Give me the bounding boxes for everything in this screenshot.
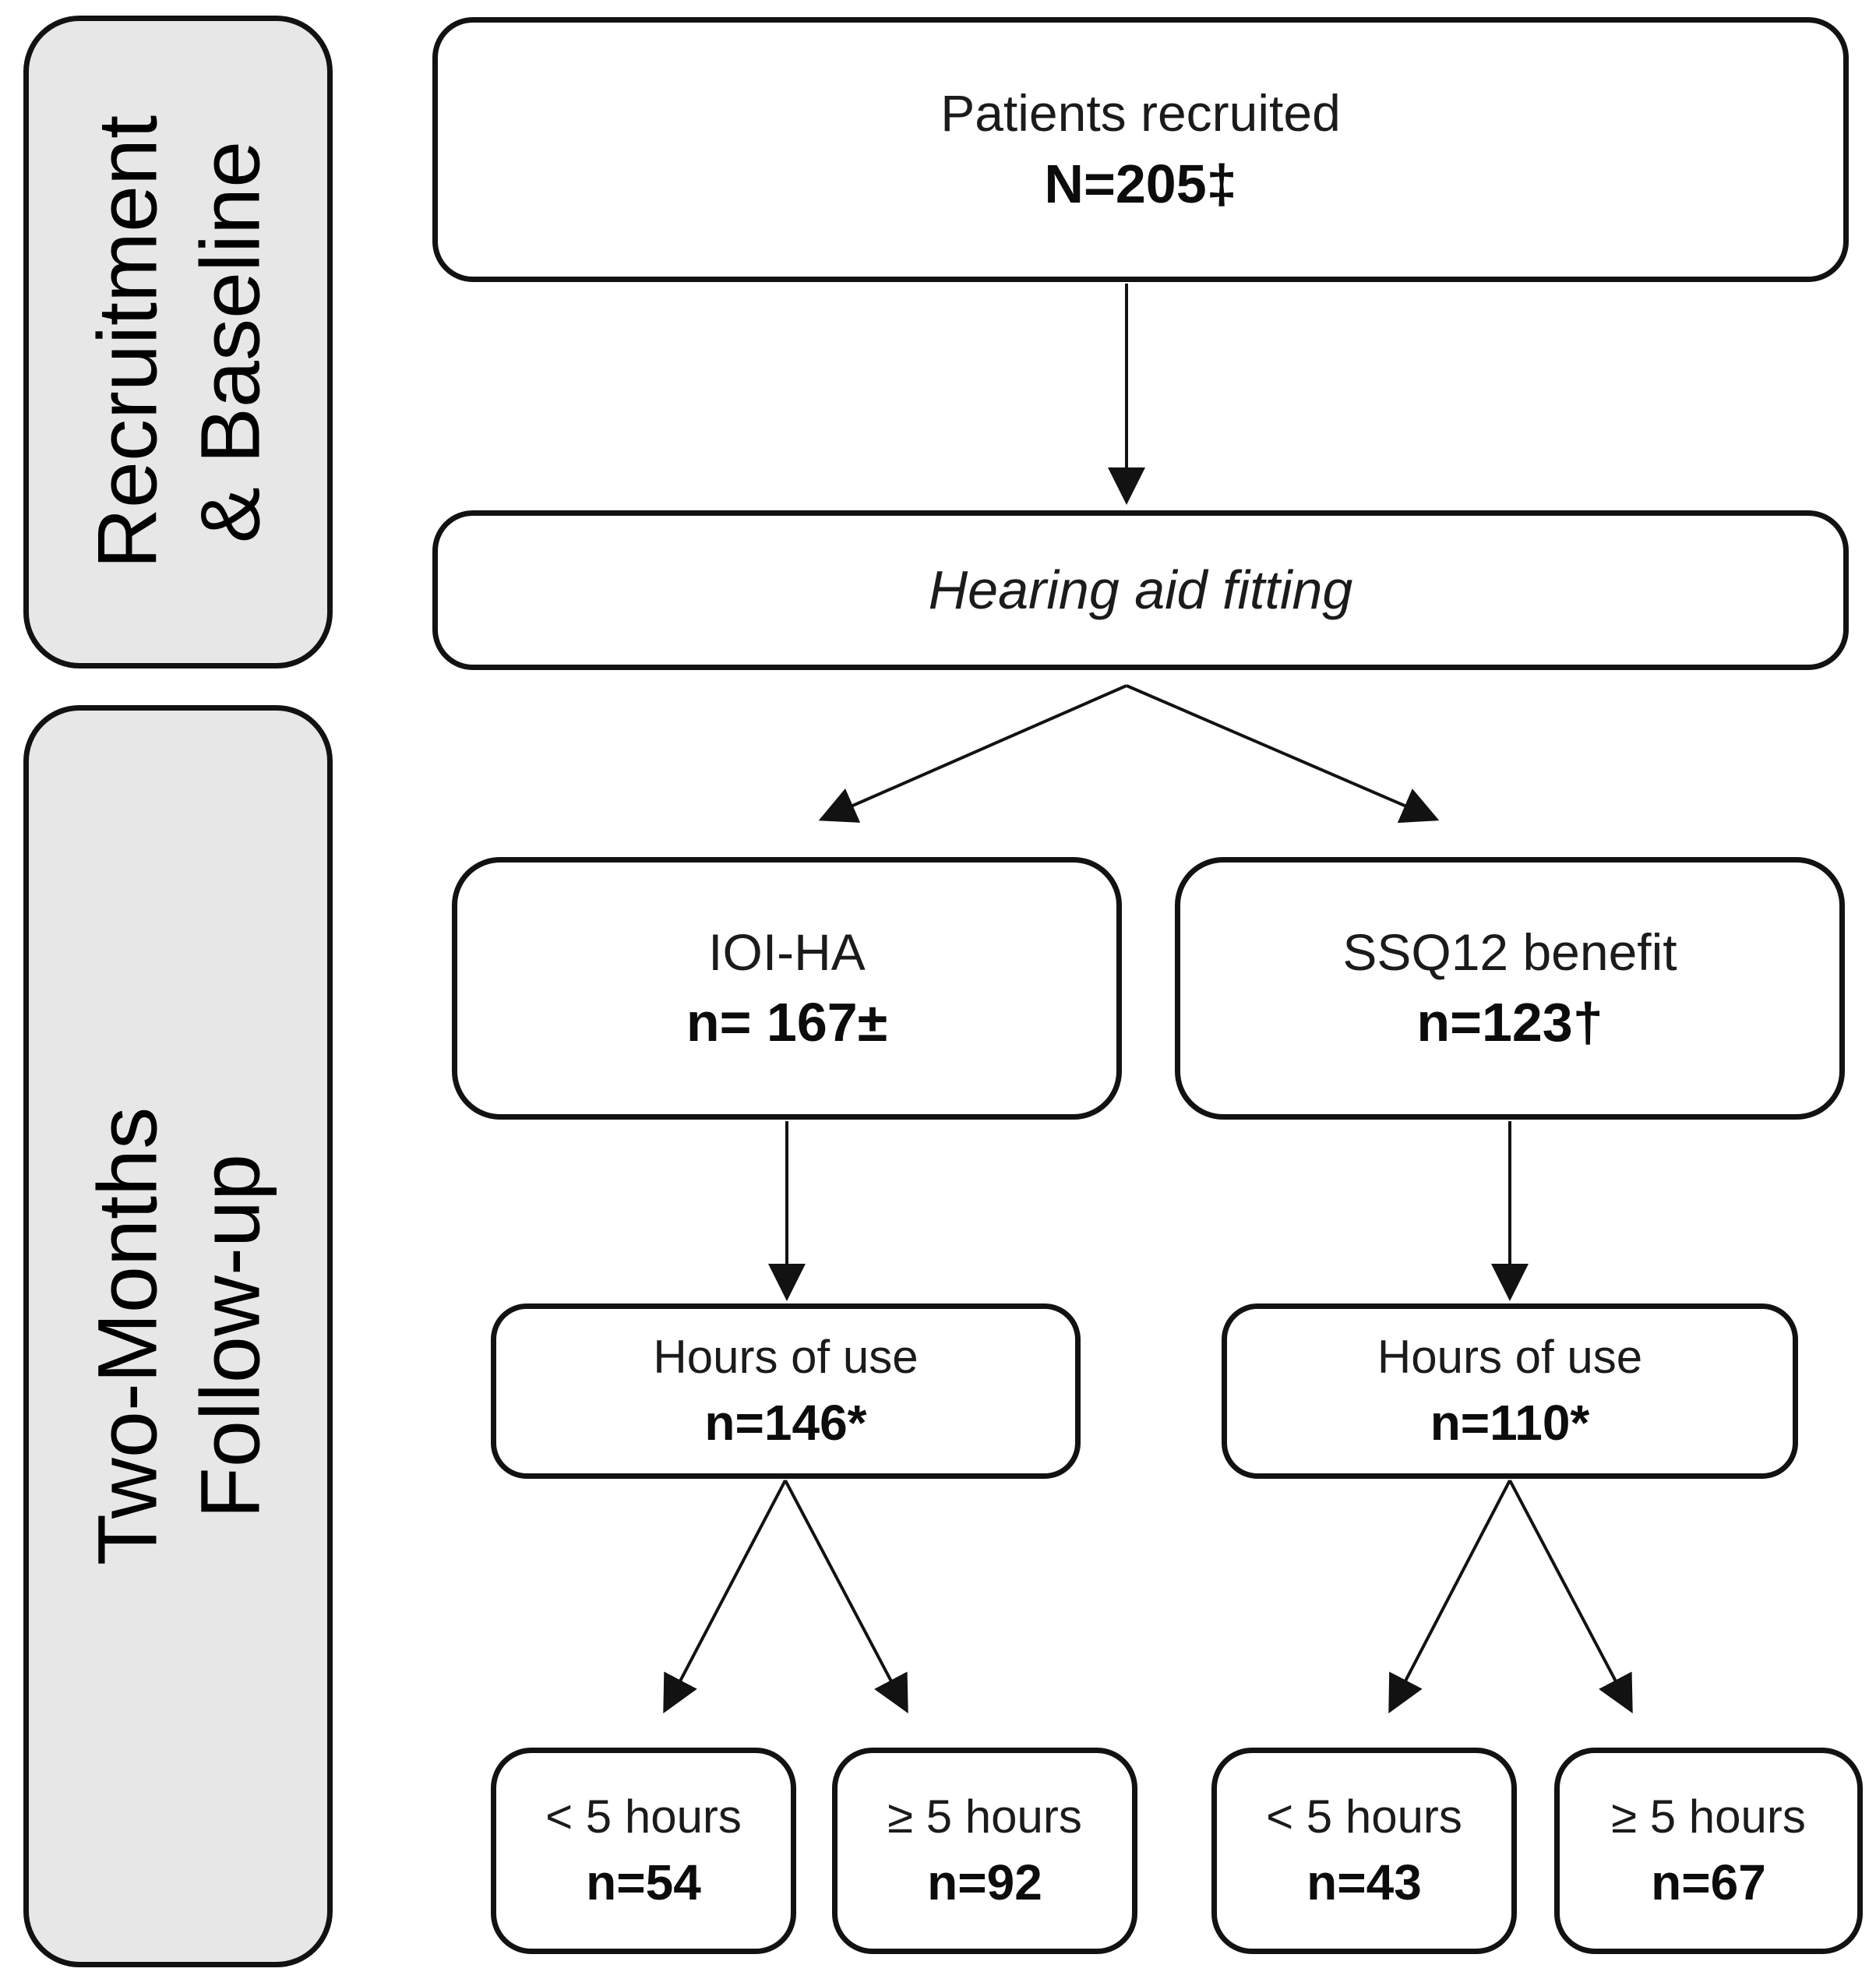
node-count: n= 167± (686, 992, 888, 1053)
phase-label-line: Two-Months (79, 1106, 174, 1566)
node-title: ≥ 5 hours (1611, 1790, 1806, 1843)
node-count: n=146* (704, 1395, 867, 1452)
arrow-hours-to-ge5-ioiha (784, 1480, 908, 1714)
node-5-plus-hours-ssq12: ≥ 5 hours n=67 (1554, 1748, 1863, 1954)
node-title: Hours of use (653, 1331, 919, 1384)
arrow-fitting-to-ioiha (818, 684, 1127, 823)
node-count: n=123† (1416, 992, 1603, 1053)
node-title: ≥ 5 hours (887, 1790, 1082, 1843)
arrow-hours-to-lt5-ioiha (663, 1480, 787, 1714)
node-hours-of-use-ioiha: Hours of use n=146* (491, 1303, 1081, 1479)
node-patients-recruited: Patients recruited N=205‡ (432, 17, 1849, 282)
phase-label-recruitment-baseline: Recruitment & Baseline (76, 115, 281, 569)
node-count: n=43 (1306, 1854, 1422, 1911)
phase-label-line: Recruitment (79, 115, 174, 570)
node-hours-of-use-ssq12: Hours of use n=110* (1222, 1303, 1798, 1479)
node-title: Patients recruited (940, 84, 1341, 143)
node-count: n=67 (1651, 1854, 1766, 1911)
node-title: Hours of use (1377, 1331, 1643, 1384)
node-ioi-ha: IOI-HA n= 167± (452, 857, 1122, 1120)
arrow-hours-to-ge5-ssq12 (1508, 1480, 1633, 1714)
phase-label-line: Follow-up (182, 1153, 277, 1519)
phase-label-two-months-follow-up: Two-Months Follow-up (76, 1107, 281, 1565)
node-under-5-hours-ioiha: < 5 hours n=54 (491, 1748, 796, 1954)
node-title: < 5 hours (545, 1790, 742, 1843)
node-count: n=110* (1430, 1395, 1590, 1452)
phase-box-two-months-follow-up: Two-Months Follow-up (23, 705, 333, 1967)
arrow-fitting-to-ssq12 (1126, 684, 1440, 824)
node-ssq12-benefit: SSQ12 benefit n=123† (1175, 857, 1845, 1120)
node-5-plus-hours-ioiha: ≥ 5 hours n=92 (832, 1748, 1137, 1954)
node-count: n=54 (586, 1854, 701, 1911)
node-title: SSQ12 benefit (1342, 922, 1677, 981)
node-title: IOI-HA (708, 922, 866, 981)
node-title: < 5 hours (1266, 1790, 1462, 1843)
node-count: N=205‡ (1044, 153, 1237, 214)
phase-box-recruitment-baseline: Recruitment & Baseline (23, 16, 333, 668)
phase-label-line: & Baseline (182, 140, 277, 544)
node-under-5-hours-ssq12: < 5 hours n=43 (1211, 1748, 1517, 1954)
node-hearing-aid-fitting: Hearing aid fitting (432, 510, 1849, 670)
node-title: Hearing aid fitting (928, 559, 1353, 620)
arrow-hours-to-lt5-ssq12 (1388, 1480, 1511, 1714)
node-count: n=92 (927, 1854, 1042, 1911)
